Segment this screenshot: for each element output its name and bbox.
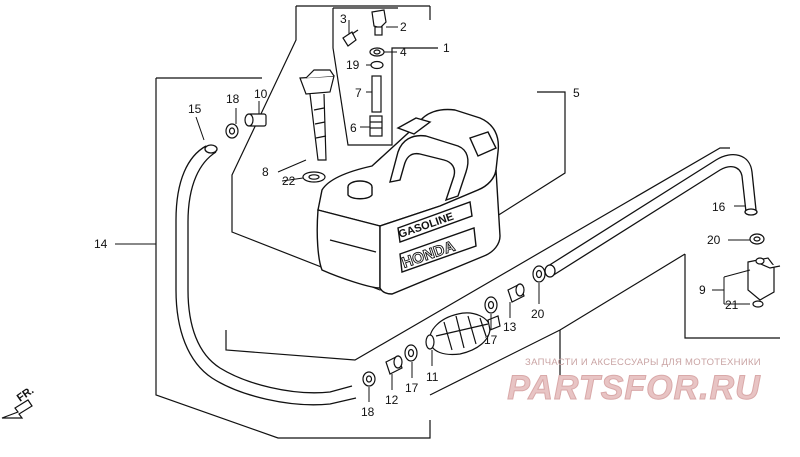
callout-8: 8	[262, 165, 269, 179]
callout-9: 9	[699, 283, 706, 297]
callout-18-upper: 18	[226, 92, 240, 106]
callout-20-center: 20	[531, 307, 545, 321]
callout-22: 22	[282, 174, 296, 188]
callout-10: 10	[254, 87, 268, 101]
callout-7: 7	[355, 86, 362, 100]
callout-1: 1	[443, 41, 450, 55]
leader-lines	[115, 20, 751, 402]
front-direction-label: FR.	[15, 384, 36, 404]
callout-numbers: 1 2 3 4 5 6 7 8 9 10 11 12 13 14 15 16 1…	[94, 12, 739, 419]
callout-2: 2	[400, 20, 407, 34]
hose-16	[544, 154, 758, 278]
callout-18-lower: 18	[361, 405, 375, 419]
callout-19: 19	[346, 58, 360, 72]
callout-4: 4	[400, 45, 407, 59]
front-direction-arrow	[1, 399, 33, 419]
callout-16: 16	[712, 200, 726, 214]
callout-15: 15	[188, 102, 202, 116]
callout-17-lower: 17	[405, 381, 419, 395]
fuel-tank	[316, 108, 501, 295]
cap-parts	[225, 113, 267, 139]
callout-20-right: 20	[707, 233, 721, 247]
fuel-joint	[747, 233, 781, 308]
callout-12: 12	[385, 393, 399, 407]
callout-6: 6	[350, 121, 357, 135]
watermark-tagline: ЗАПЧАСТИ И АКСЕССУАРЫ ДЛЯ МОТОТЕХНИКИ	[525, 357, 761, 368]
watermark-logo: PARTSFOR.RU	[507, 369, 761, 408]
callout-14: 14	[94, 237, 108, 251]
callout-21: 21	[725, 298, 739, 312]
callout-11: 11	[426, 370, 439, 384]
callout-13: 13	[503, 320, 517, 334]
callout-17-upper: 17	[484, 333, 498, 347]
group-outline-lines	[155, 5, 780, 439]
fuel-pickup-assembly	[299, 9, 387, 183]
hose-15	[175, 144, 357, 406]
callout-3: 3	[340, 12, 347, 26]
callout-5: 5	[573, 86, 580, 100]
